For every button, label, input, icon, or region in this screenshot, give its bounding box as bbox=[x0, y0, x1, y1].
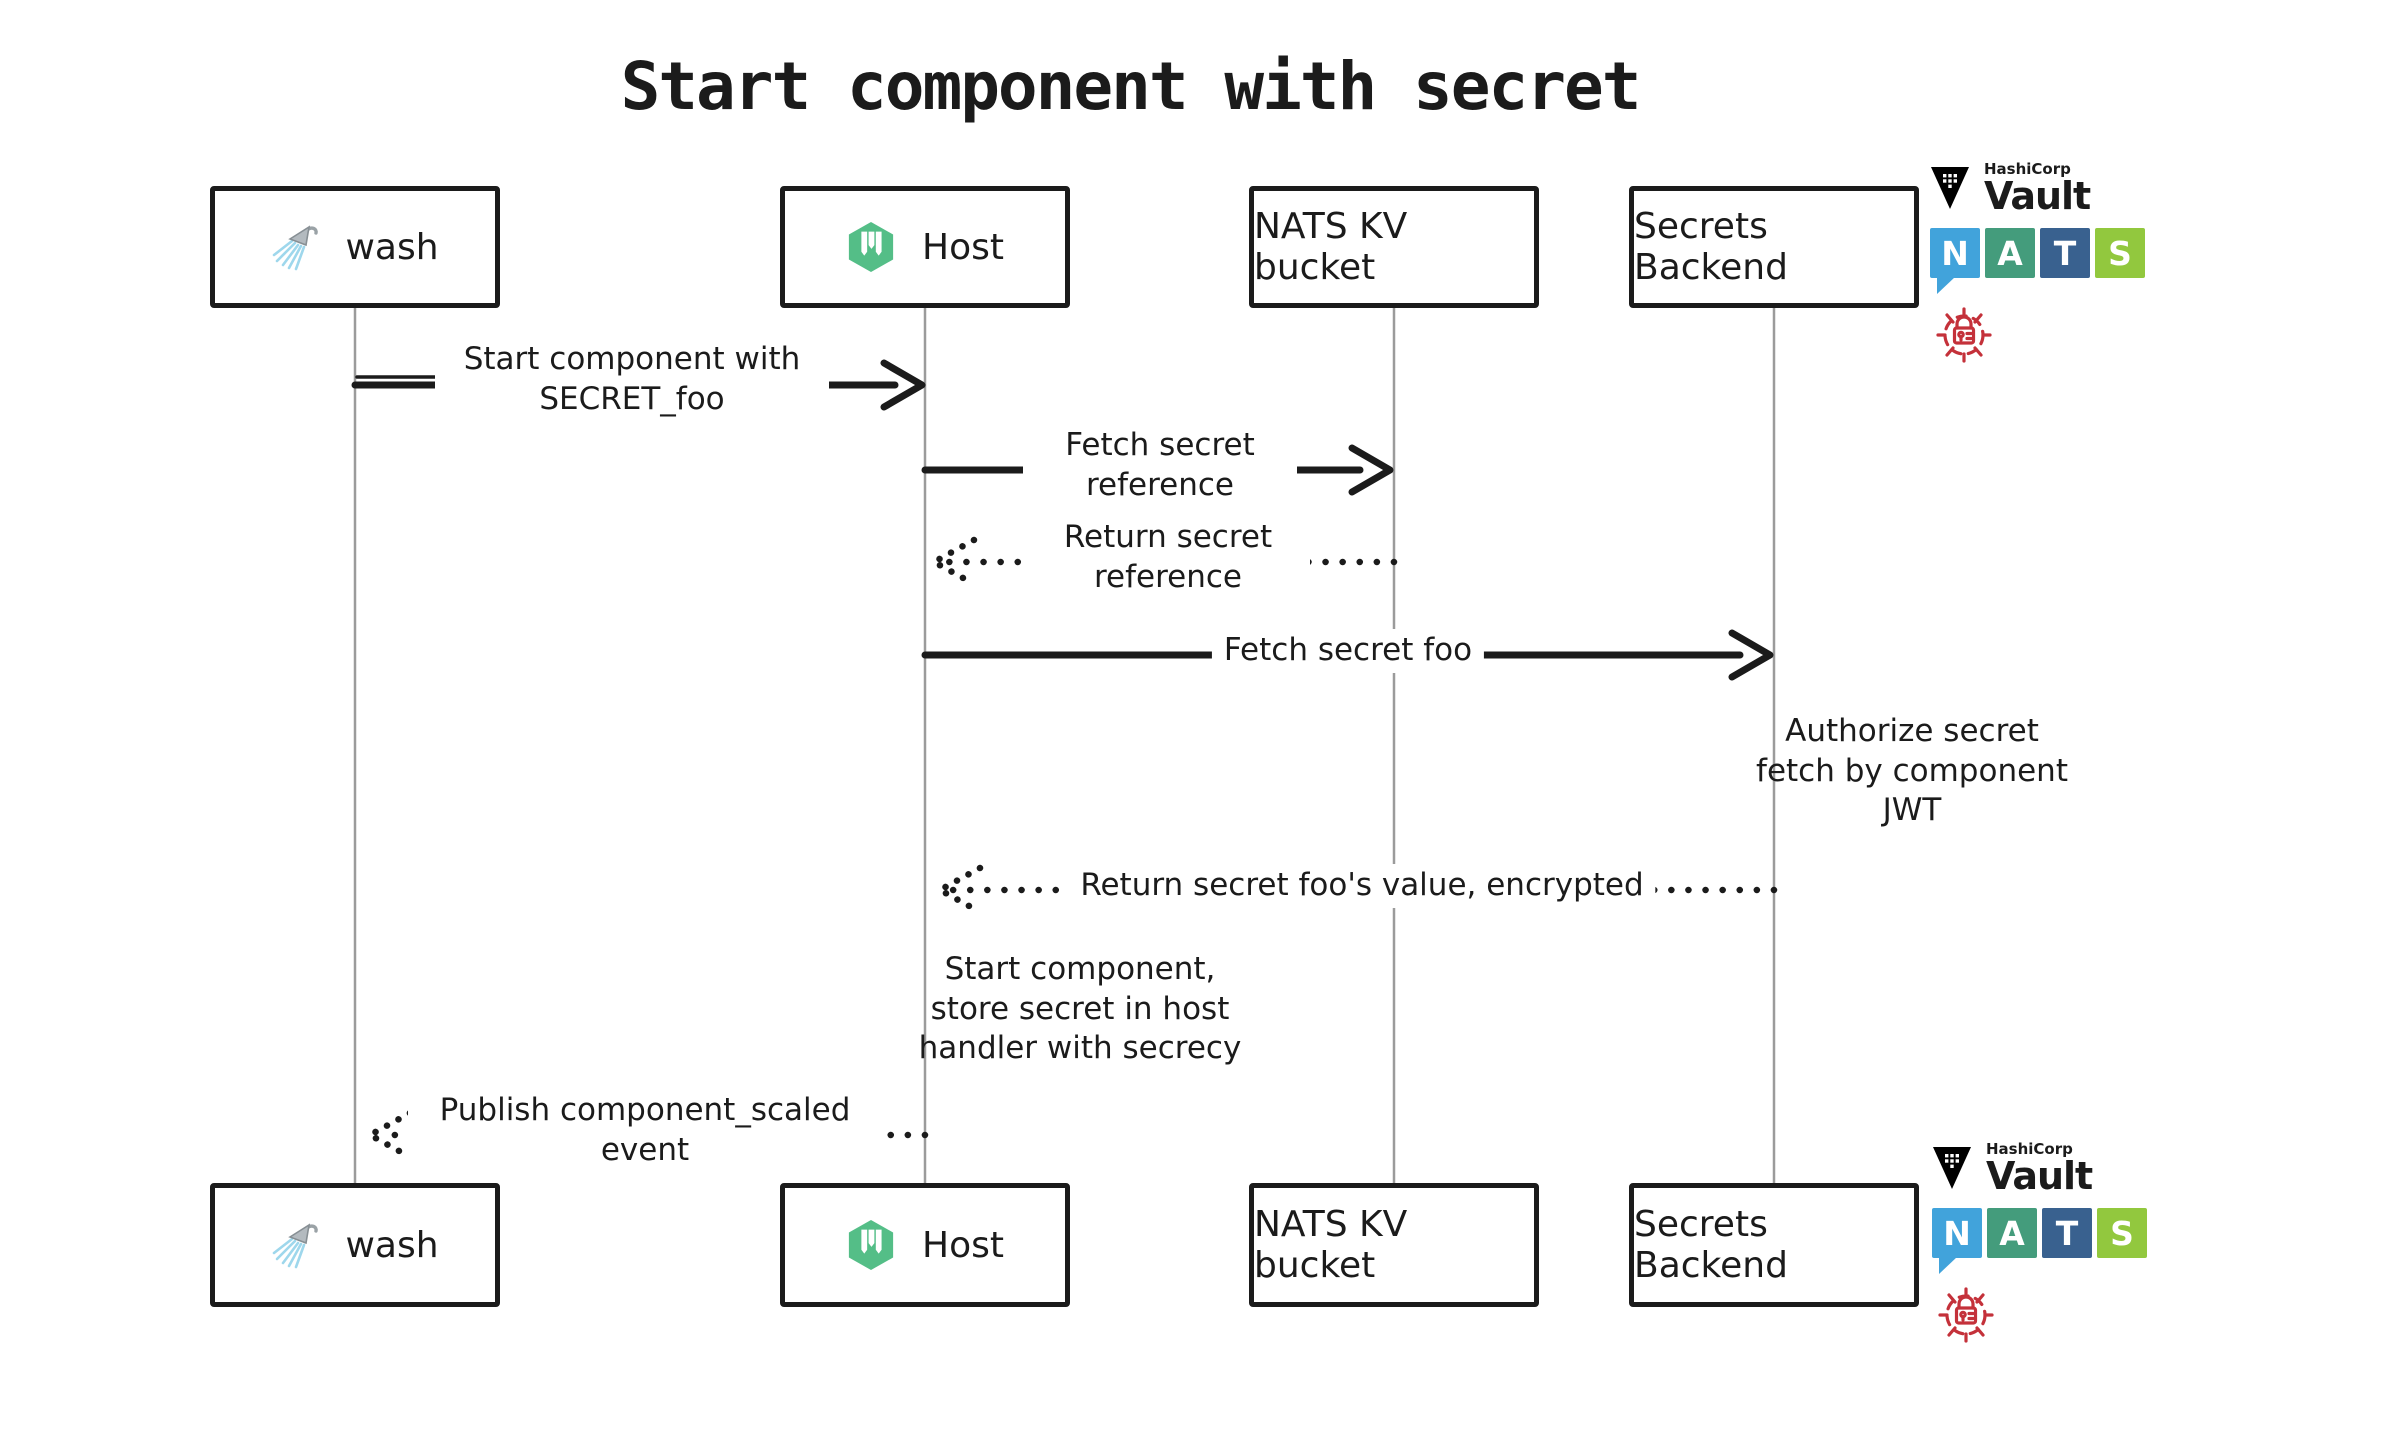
actor-label: Host bbox=[922, 1224, 1004, 1266]
actor-wash-bottom: wash bbox=[210, 1183, 500, 1307]
lock-in-target-icon bbox=[1938, 1287, 1994, 1343]
actor-nats-kv-bottom: NATS KV bucket bbox=[1249, 1183, 1539, 1307]
wasmcloud-hexagon-icon bbox=[848, 222, 894, 272]
message-label-fetch-secret-reference: Fetch secret reference bbox=[1023, 424, 1297, 508]
nats-letter-a: A bbox=[1985, 228, 2035, 279]
vault-wordmark: HashiCorp Vault bbox=[1984, 160, 2091, 218]
actor-label: Secrets Backend bbox=[1634, 1204, 1788, 1286]
shower-spray-icon bbox=[273, 1223, 319, 1269]
tech-logos-top: HashiCorp Vault N A T S bbox=[1930, 160, 2190, 368]
actor-label: wash bbox=[345, 226, 439, 268]
message-label-start-component: Start component with SECRET_foo bbox=[435, 338, 829, 422]
note-authorize-secret-fetch: Authorize secret fetch by component JWT bbox=[1756, 713, 2068, 829]
nats-letter-s: S bbox=[2097, 1208, 2147, 1259]
nats-letter-t: T bbox=[2042, 1208, 2092, 1259]
nats-logo: N A T S bbox=[1932, 1208, 2147, 1275]
nats-logo: N A T S bbox=[1930, 228, 2145, 295]
shower-spray-icon bbox=[273, 225, 319, 271]
message-label-return-secret-reference: Return secret reference bbox=[1026, 516, 1310, 600]
nats-letter-t: T bbox=[2040, 228, 2090, 279]
diagram-title: Start component with secret bbox=[620, 48, 1642, 125]
vault-label: Vault bbox=[1984, 174, 2091, 218]
lock-in-target-icon bbox=[1936, 307, 1992, 363]
vault-logo: HashiCorp Vault bbox=[1932, 1140, 2192, 1198]
hashicorp-label: HashiCorp bbox=[1984, 160, 2071, 178]
vault-triangle-icon bbox=[1933, 1147, 1971, 1189]
actor-label: Host bbox=[922, 226, 1004, 268]
arrow-publish-component-scaled bbox=[363, 1109, 929, 1161]
nats-bubble-tail bbox=[1937, 277, 1955, 295]
nats-bubble-tail bbox=[1939, 1257, 1957, 1275]
vault-logo: HashiCorp Vault bbox=[1930, 160, 2190, 218]
tech-logos-bottom: HashiCorp Vault N A T S bbox=[1932, 1140, 2192, 1348]
lifelines bbox=[353, 306, 1776, 1185]
actor-host-top: Host bbox=[780, 186, 1070, 308]
actor-label: NATS KV bucket bbox=[1254, 1204, 1408, 1286]
nats-letter-n: N bbox=[1930, 228, 1980, 279]
vault-wordmark: HashiCorp Vault bbox=[1986, 1140, 2093, 1198]
actor-label: wash bbox=[345, 1224, 439, 1266]
wasmcloud-hexagon-icon bbox=[848, 1220, 894, 1270]
actor-label: NATS KV bucket bbox=[1254, 206, 1408, 288]
actor-nats-kv-top: NATS KV bucket bbox=[1249, 186, 1539, 308]
nats-letter-s: S bbox=[2095, 228, 2145, 279]
message-label-fetch-secret-foo: Fetch secret foo bbox=[1211, 629, 1485, 673]
actor-secrets-backend-top: Secrets Backend bbox=[1629, 186, 1919, 308]
actor-host-bottom: Host bbox=[780, 1183, 1070, 1307]
vault-triangle-icon bbox=[1931, 167, 1969, 209]
hashicorp-label: HashiCorp bbox=[1986, 1140, 2073, 1158]
note-start-component-store-secret: Start component, store secret in host ha… bbox=[918, 951, 1242, 1067]
vault-label: Vault bbox=[1986, 1154, 2093, 1198]
actor-secrets-backend-bottom: Secrets Backend bbox=[1629, 1183, 1919, 1307]
actor-wash-top: wash bbox=[210, 186, 500, 308]
message-label-return-secret-foo-value: Return secret foo's value, encrypted bbox=[1068, 864, 1656, 908]
message-label-publish-component-scaled: Publish component_scaled event bbox=[408, 1089, 882, 1173]
nats-letter-n: N bbox=[1932, 1208, 1982, 1259]
nats-letter-a: A bbox=[1987, 1208, 2037, 1259]
actor-label: Secrets Backend bbox=[1634, 206, 1788, 288]
